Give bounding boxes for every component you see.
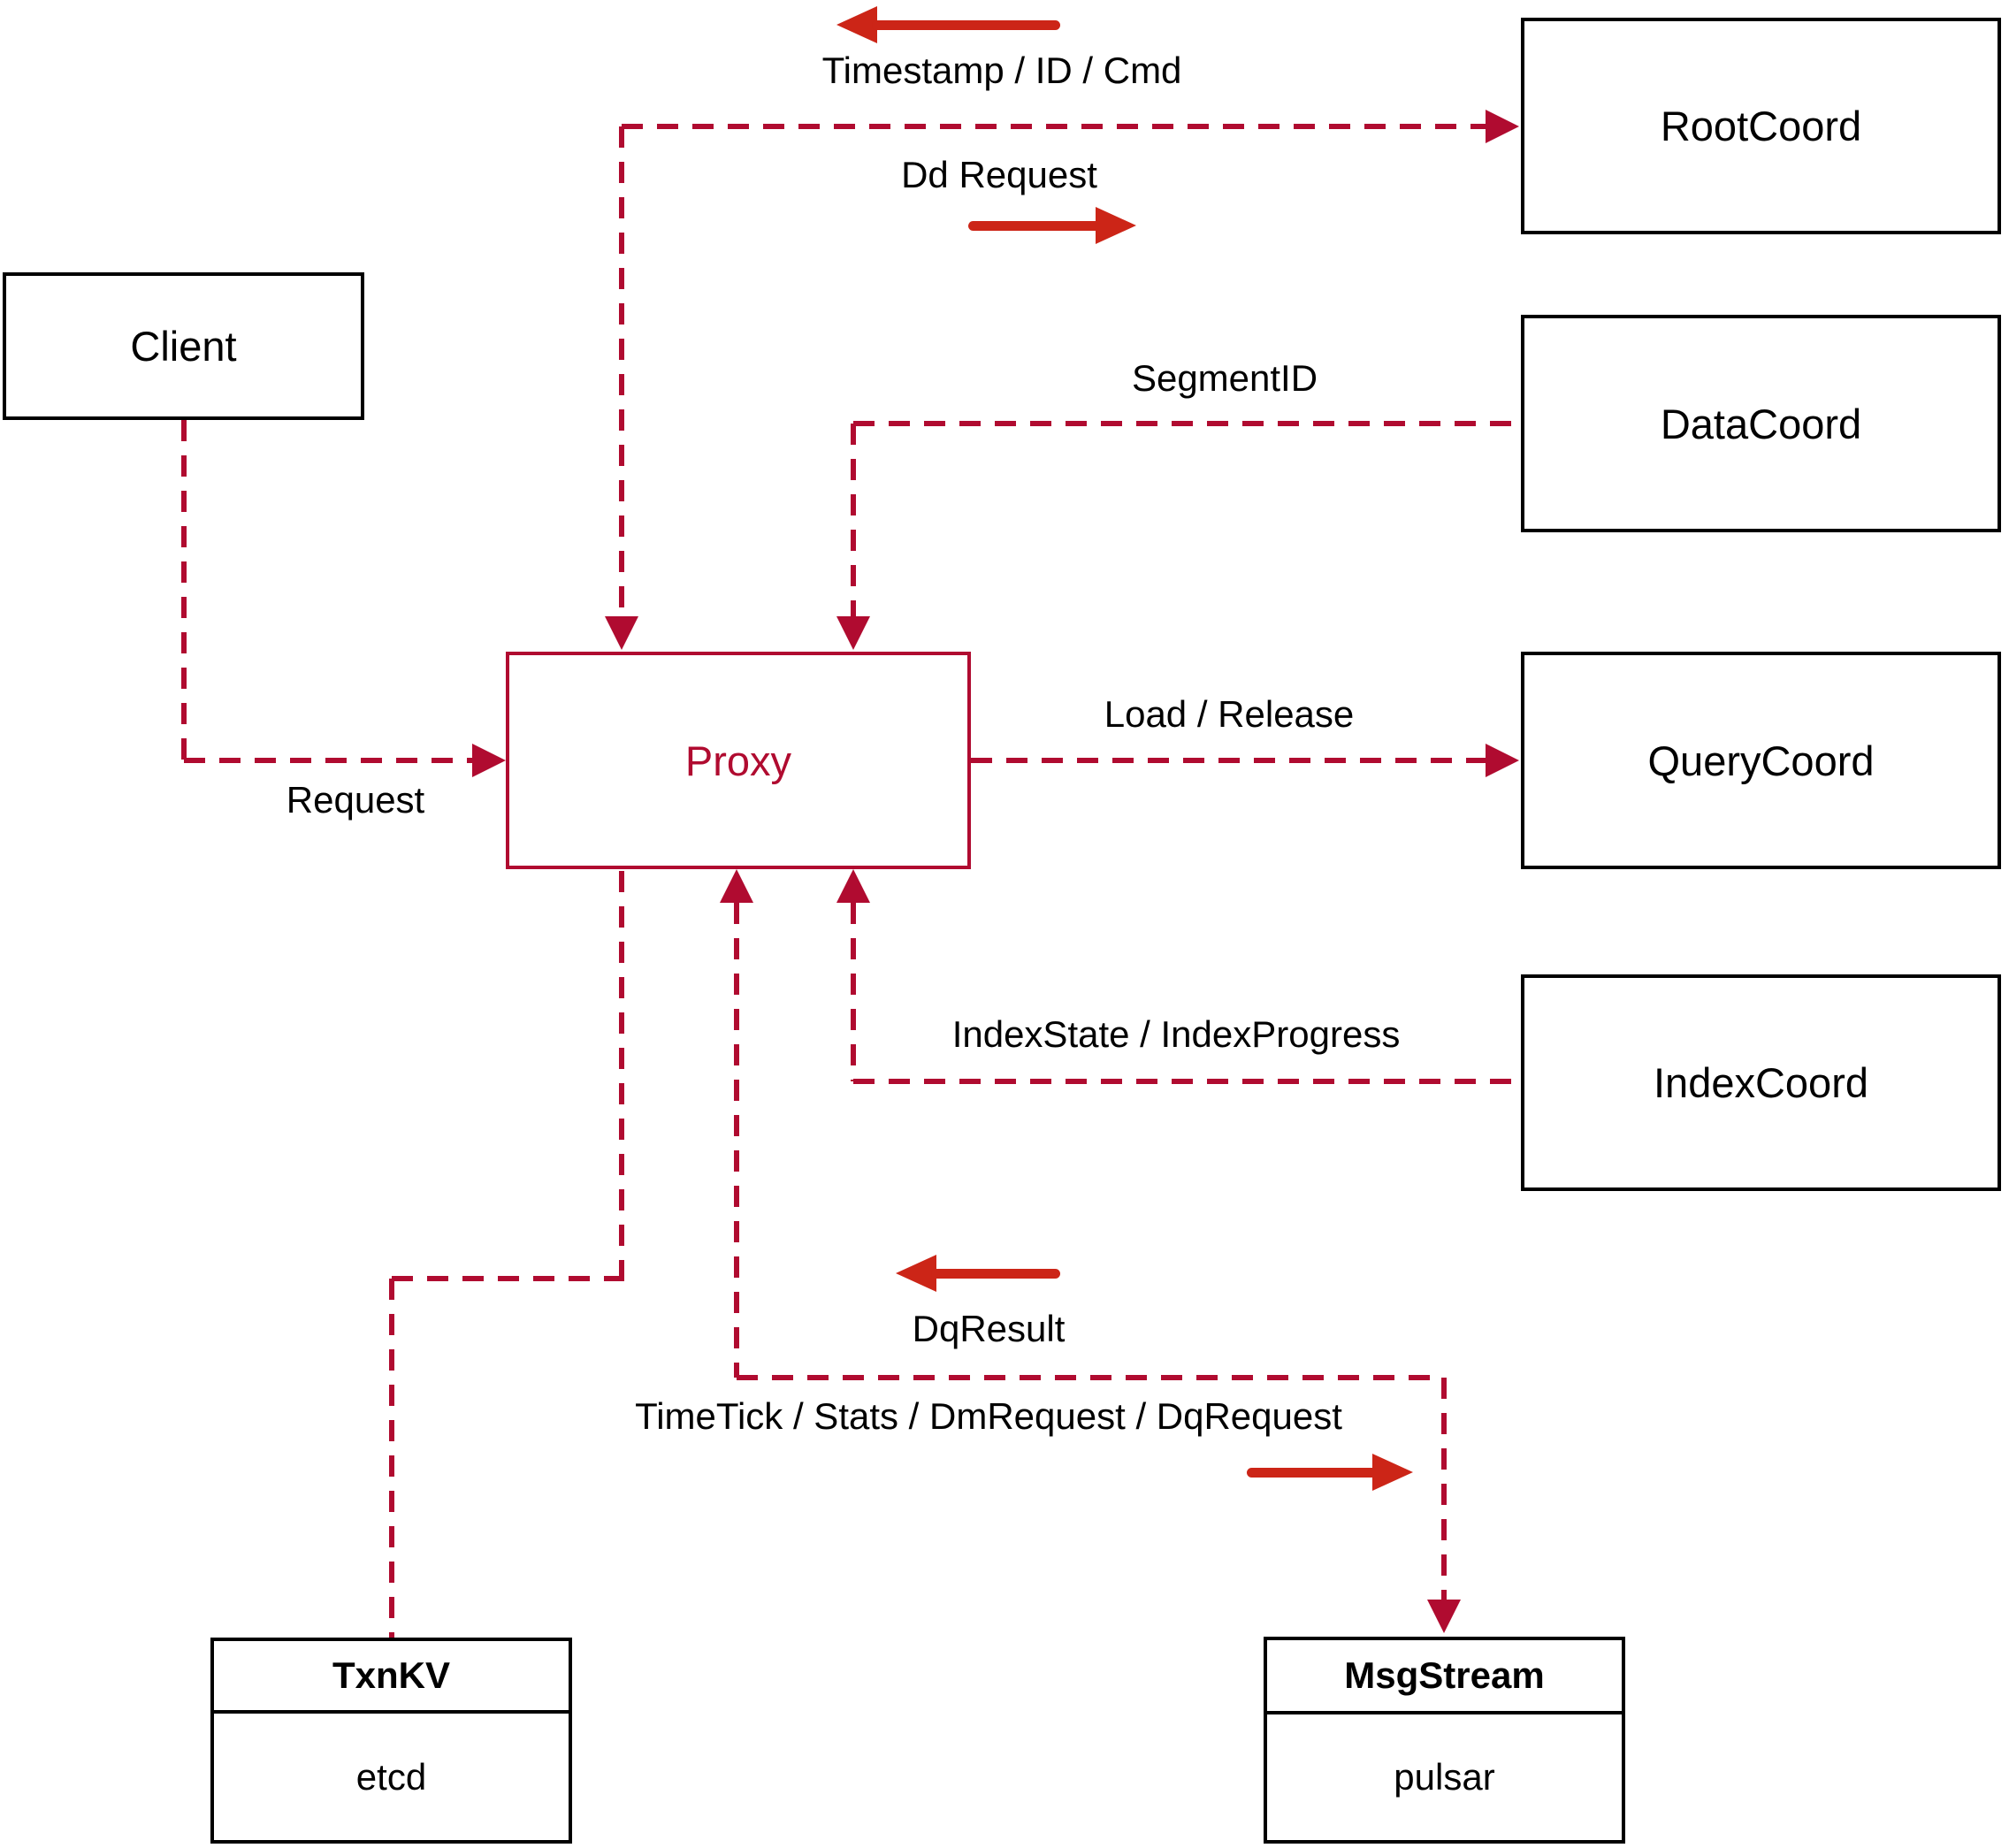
edge-datacoord-proxy-horizontal (853, 421, 1521, 426)
direction-arrow-left-timestamp-icon (836, 6, 1060, 43)
indexcoord-label: IndexCoord (1654, 1059, 1868, 1106)
edge-proxy-msgstream-vertical-lower (1441, 1378, 1447, 1601)
datacoord-node: DataCoord (1521, 315, 2001, 532)
edge-proxy-txnkv-vertical-upper (619, 871, 624, 1279)
edge-datacoord-proxy-vertical (851, 424, 856, 618)
arrowhead-into-proxy-bottom-left (720, 869, 753, 903)
arrowhead-into-proxy-bottom-right (836, 869, 870, 903)
datacoord-label: DataCoord (1660, 400, 1862, 447)
edge-proxy-rootcoord-horizontal (622, 124, 1486, 129)
client-label: Client (130, 323, 237, 370)
proxy-node: Proxy (506, 652, 971, 869)
proxy-label: Proxy (684, 737, 792, 784)
arrowhead-into-querycoord (1486, 744, 1519, 777)
direction-arrow-left-dqresult-icon (896, 1255, 1060, 1292)
edge-proxy-msgstream-vertical-upper (734, 903, 739, 1378)
direction-arrow-right-timetick-icon (1247, 1454, 1413, 1491)
querycoord-label: QueryCoord (1647, 737, 1875, 784)
edge-label-timestamp-id-cmd: Timestamp / ID / Cmd (821, 50, 1182, 91)
edge-proxy-msgstream-horizontal (737, 1375, 1444, 1380)
edge-proxy-txnkv-vertical-lower (389, 1279, 394, 1638)
msgstream-title: MsgStream (1267, 1640, 1622, 1714)
edge-label-dd-request: Dd Request (901, 154, 1097, 195)
edge-client-proxy-horizontal (184, 758, 472, 763)
edge-indexcoord-proxy-horizontal (853, 1079, 1521, 1084)
rootcoord-label: RootCoord (1660, 103, 1862, 149)
edge-label-dqresult: DqResult (912, 1308, 1066, 1349)
edge-proxy-rootcoord-vertical (619, 126, 624, 618)
edge-label-timetick-stats-dmrequest-dqrequest: TimeTick / Stats / DmRequest / DqRequest (635, 1395, 1342, 1437)
edge-label-segmentid: SegmentID (1131, 357, 1318, 399)
direction-arrow-right-dd-request-icon (968, 207, 1136, 244)
edge-proxy-txnkv-horizontal (392, 1276, 624, 1281)
edge-label-indexstate-indexprogress: IndexState / IndexProgress (951, 1013, 1401, 1055)
rootcoord-node: RootCoord (1521, 18, 2001, 234)
msgstream-node: MsgStream pulsar (1264, 1637, 1625, 1844)
msgstream-impl: pulsar (1394, 1756, 1495, 1798)
arrowhead-into-rootcoord (1486, 110, 1519, 143)
txnkv-impl: etcd (355, 1755, 427, 1798)
edge-proxy-querycoord-horizontal (971, 758, 1487, 763)
querycoord-node: QueryCoord (1521, 652, 2001, 869)
txnkv-node: TxnKV etcd (210, 1638, 572, 1844)
indexcoord-node: IndexCoord (1521, 974, 2001, 1191)
arrowhead-into-proxy-left (472, 744, 506, 777)
client-node: Client (3, 272, 364, 420)
edge-label-load-release: Load / Release (1104, 693, 1355, 735)
arrowhead-into-proxy-top-right (836, 616, 870, 650)
edge-client-proxy-vertical (181, 420, 187, 760)
txnkv-title: TxnKV (214, 1641, 569, 1714)
arrowhead-into-proxy-top-left (605, 616, 638, 650)
edge-label-request: Request (286, 779, 425, 821)
arrowhead-into-msgstream (1427, 1600, 1461, 1633)
edge-indexcoord-proxy-vertical (851, 903, 856, 1081)
